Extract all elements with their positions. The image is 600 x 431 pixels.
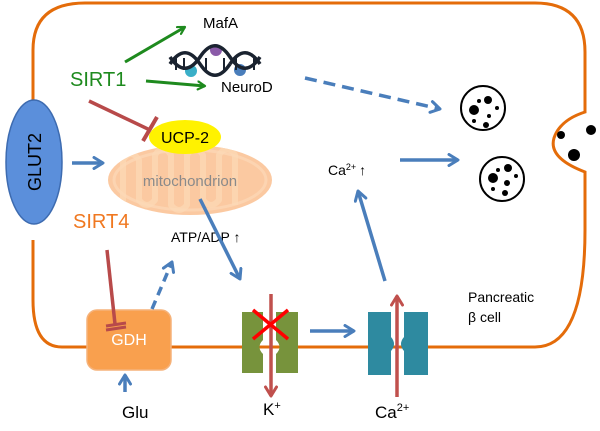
arrow-sirt1-to-mafa bbox=[124, 25, 185, 64]
dna-icon bbox=[168, 44, 262, 77]
ucp2-node: UCP-2 bbox=[149, 120, 221, 154]
sirt4-label: SIRT4 bbox=[73, 211, 129, 233]
channel-block-x-icon bbox=[251, 308, 290, 341]
atp-adp-label: ATP/ADP ↑ bbox=[171, 229, 241, 245]
arrow-mito-to-katp bbox=[198, 198, 243, 281]
ca-influx-label: Ca2+ bbox=[375, 402, 409, 422]
insulin-granule bbox=[460, 85, 506, 131]
mitochondrion: mitochondrion bbox=[108, 145, 272, 215]
glut2-transporter: GLUT2 bbox=[5, 99, 63, 225]
inhibit-sirt4-gdh bbox=[105, 249, 117, 325]
gdh-enzyme: GDH bbox=[86, 309, 172, 371]
neurod-label: NeuroD bbox=[221, 79, 273, 96]
inhibit-bar-sirt4-gdh bbox=[105, 321, 127, 328]
mitochondrion-label: mitochondrion bbox=[143, 173, 237, 190]
arrow-gdh-to-atp bbox=[150, 260, 176, 310]
inhibit-bar2-sirt4-gdh bbox=[105, 325, 127, 332]
mafa-label: MafA bbox=[203, 15, 238, 32]
gdh-label: GDH bbox=[111, 332, 147, 349]
cell-type-label-line1: Pancreatic bbox=[468, 289, 534, 305]
glu-label: Glu bbox=[122, 403, 148, 422]
k-atp-channel bbox=[242, 312, 298, 373]
calcium-channel bbox=[368, 312, 428, 375]
sirt1-label: SIRT1 bbox=[70, 69, 126, 91]
arrow-neurod-to-granules bbox=[304, 76, 442, 114]
glut2-label: GLUT2 bbox=[25, 133, 45, 191]
arrow-ca-channel-to-ca-rise bbox=[353, 189, 387, 282]
inhibit-sirt1-ucp2 bbox=[88, 99, 151, 132]
k-ion-label: K+ bbox=[263, 400, 281, 419]
ca-rise-label: Ca2+↑ bbox=[328, 162, 366, 178]
cell-type-label-line2: β cell bbox=[468, 309, 501, 325]
ucp2-label: UCP-2 bbox=[161, 130, 209, 147]
inhibit-bar-sirt1-ucp2 bbox=[141, 115, 159, 143]
insulin-granule bbox=[479, 156, 525, 202]
arrow-sirt1-to-neurod bbox=[145, 79, 205, 86]
secreted-insulin bbox=[557, 125, 596, 161]
